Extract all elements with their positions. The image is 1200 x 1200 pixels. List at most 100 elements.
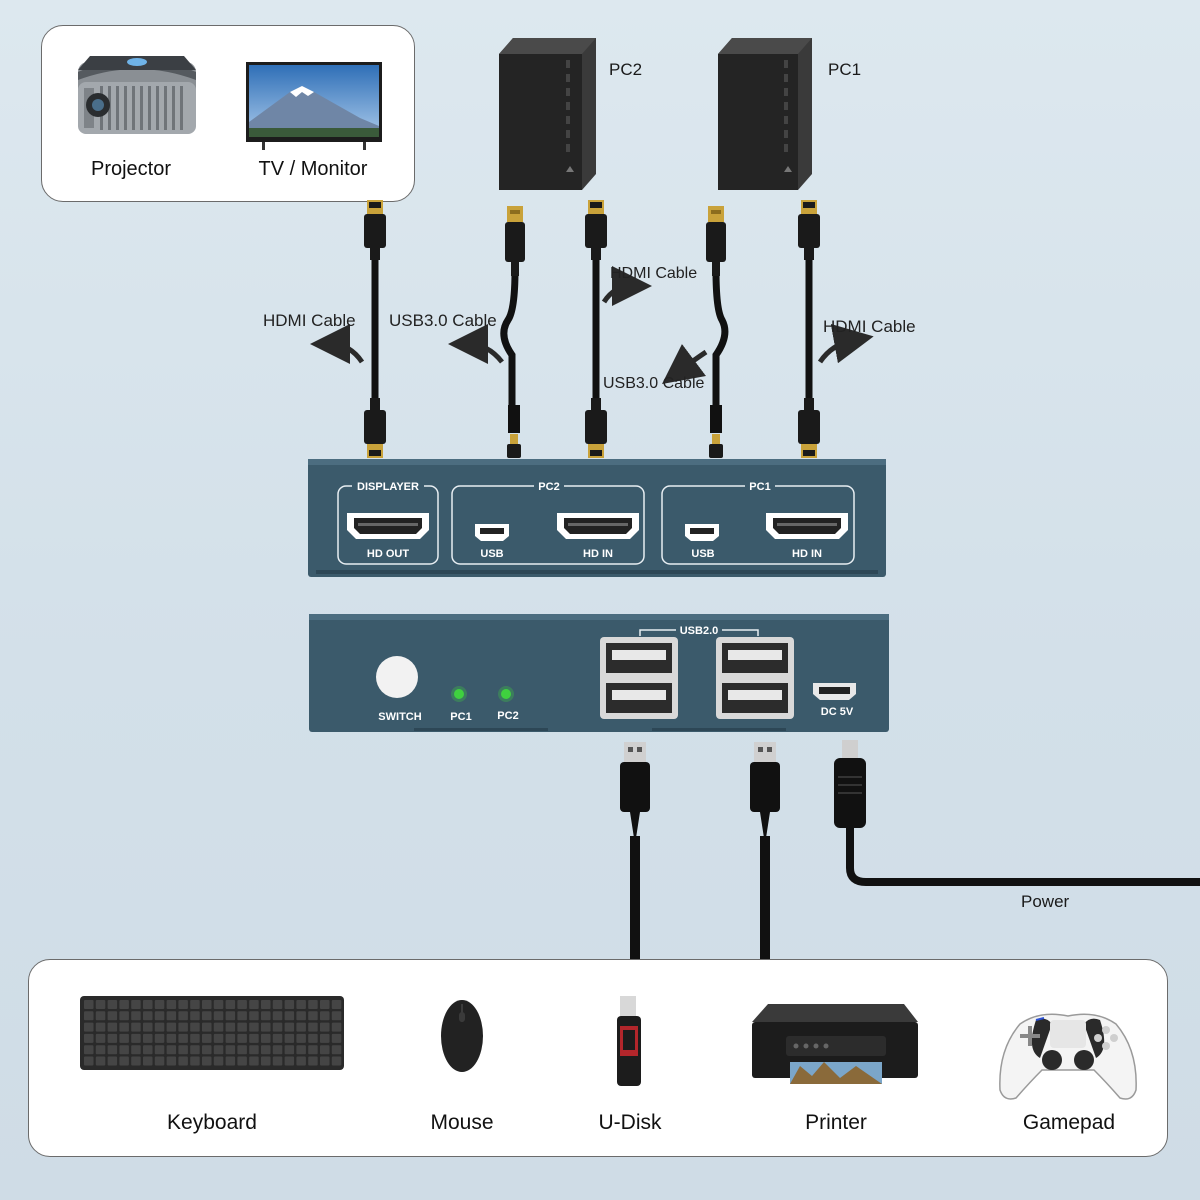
keyboard-key (331, 1056, 342, 1066)
keyboard-key (143, 1056, 153, 1066)
keyboard-key (308, 1011, 318, 1021)
keyboard-key (143, 1000, 153, 1009)
keyboard-key (202, 1033, 212, 1043)
pc1-led (454, 689, 464, 699)
keyboard-key (296, 1056, 306, 1066)
keyboard-key (131, 1033, 141, 1043)
keyboard-key (249, 1011, 259, 1021)
keyboard-key (95, 1033, 106, 1043)
keyboard-key (284, 1000, 295, 1009)
switch-label: SWITCH (378, 711, 421, 723)
keyboard-key (308, 1056, 318, 1066)
keyboard-key (320, 1000, 330, 1009)
keyboard-key (237, 1033, 247, 1043)
keyboard-key (237, 1000, 247, 1009)
keyboard-key (249, 1033, 259, 1043)
hd-out-label: HD OUT (367, 548, 409, 560)
keyboard-key (154, 1011, 165, 1021)
keyboard-key (178, 1000, 188, 1009)
pc1-usb-label: USB (691, 548, 714, 560)
keyboard-key (166, 1000, 177, 1009)
keyboard-key (296, 1022, 306, 1032)
keyboard-key (296, 1011, 306, 1021)
keyboard-key (249, 1045, 259, 1055)
hdmi-cable-right-label: HDMI Cable (823, 317, 916, 336)
keyboard-key (225, 1022, 236, 1032)
keyboard-key (261, 1000, 271, 1009)
keyboard-key (320, 1033, 330, 1043)
keyboard-key (119, 1033, 129, 1043)
keyboard-key (296, 1045, 306, 1055)
keyboard-key (143, 1011, 153, 1021)
pc2-led (501, 689, 511, 699)
keyboard-key (119, 1045, 129, 1055)
usb-cable-left-label: USB3.0 Cable (389, 311, 497, 330)
keyboard-key (261, 1056, 271, 1066)
switch-button (376, 656, 418, 698)
keyboard-key (202, 1011, 212, 1021)
keyboard-key (308, 1045, 318, 1055)
projector-label: Projector (90, 158, 172, 180)
dc-label: DC 5V (821, 706, 854, 718)
keyboard-key (190, 1056, 200, 1066)
hdmi-cable-mid-label: HDMI Cable (610, 265, 698, 282)
keyboard-key (119, 1000, 129, 1009)
keyboard-key (190, 1000, 200, 1009)
keyboard-key (331, 1022, 342, 1032)
keyboard-key (261, 1022, 271, 1032)
keyboard-key (84, 1045, 94, 1055)
hdmi-cable-left-label: HDMI Cable (263, 311, 356, 330)
keyboard-key (320, 1022, 330, 1032)
keyboard-key (284, 1033, 295, 1043)
usb-cable-mid-label: USB3.0 Cable (603, 375, 705, 392)
keyboard-key (320, 1045, 330, 1055)
led-pc2-label: PC2 (497, 710, 518, 722)
u-disk-label: U-Disk (598, 1111, 662, 1134)
keyboard-key (331, 1045, 342, 1055)
keyboard-key (331, 1011, 342, 1021)
pc2-label: PC2 (609, 60, 643, 79)
keyboard-key (284, 1056, 295, 1066)
keyboard-key (213, 1011, 224, 1021)
keyboard-key (308, 1022, 318, 1032)
displayer-group-label: DISPLAYER (357, 481, 419, 493)
keyboard-key (331, 1000, 342, 1009)
mouse-label: Mouse (430, 1111, 494, 1134)
keyboard-key (119, 1022, 129, 1032)
keyboard-key (190, 1045, 200, 1055)
keyboard-key (131, 1000, 141, 1009)
keyboard-key (154, 1045, 165, 1055)
keyboard-key (95, 1000, 106, 1009)
keyboard-key (213, 1045, 224, 1055)
keyboard-key (107, 1056, 118, 1066)
keyboard-key (131, 1056, 141, 1066)
keyboard-key (107, 1045, 118, 1055)
keyboard-key (107, 1033, 118, 1043)
gamepad-label: Gamepad (1022, 1111, 1116, 1134)
keyboard-key (272, 1056, 283, 1066)
keyboard-key (131, 1045, 141, 1055)
keyboard-key (272, 1022, 283, 1032)
keyboard-key (249, 1056, 259, 1066)
keyboard-key (261, 1011, 271, 1021)
pc2-hd-in-label: HD IN (583, 548, 613, 560)
keyboard-key (178, 1045, 188, 1055)
keyboard-key (320, 1011, 330, 1021)
keyboard-label: Keyboard (167, 1111, 257, 1134)
keyboard-key (119, 1056, 129, 1066)
keyboard-key (166, 1045, 177, 1055)
keyboard-key (154, 1022, 165, 1032)
keyboard-key (84, 1000, 94, 1009)
keyboard-key (143, 1022, 153, 1032)
keyboard-key (107, 1022, 118, 1032)
pc2-usb-label: USB (480, 548, 503, 560)
keyboard-key (95, 1022, 106, 1032)
